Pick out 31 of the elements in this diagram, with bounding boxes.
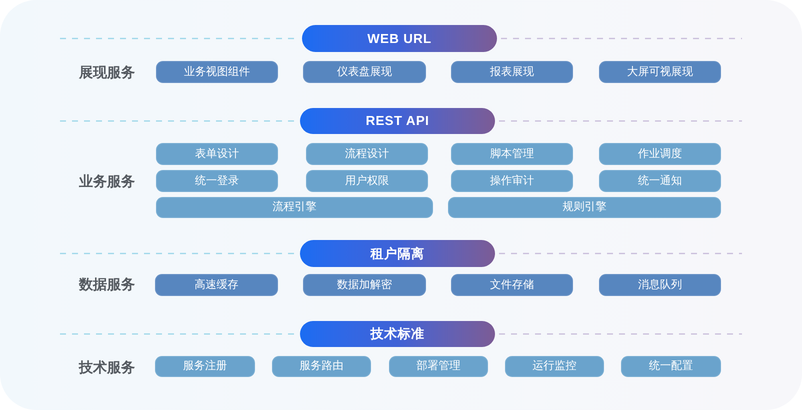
service-box: 流程引擎 xyxy=(156,197,433,218)
service-box: 统一通知 xyxy=(599,170,721,192)
service-box: 脚本管理 xyxy=(451,143,573,165)
layer-heading-pill: WEB URL xyxy=(302,25,497,52)
service-box: 统一登录 xyxy=(156,170,278,192)
service-box: 数据加解密 xyxy=(303,274,426,296)
service-box: 报表展现 xyxy=(451,61,573,83)
service-box: 服务注册 xyxy=(155,356,255,377)
service-box: 统一配置 xyxy=(621,356,721,377)
service-box: 文件存储 xyxy=(451,274,573,296)
service-box: 消息队列 xyxy=(599,274,721,296)
service-box: 流程设计 xyxy=(306,143,428,165)
layer-heading-pill: 租户隔离 xyxy=(300,240,495,267)
service-box: 业务视图组件 xyxy=(156,61,278,83)
service-box: 用户权限 xyxy=(306,170,428,192)
layer-heading-pill: REST API xyxy=(300,108,495,134)
layer-heading-pill: 技术标准 xyxy=(300,321,495,347)
service-box: 表单设计 xyxy=(156,143,278,165)
service-box: 规则引擎 xyxy=(448,197,721,218)
service-box: 仪表盘展现 xyxy=(303,61,426,83)
service-box: 大屏可视展现 xyxy=(599,61,721,83)
service-box: 服务路由 xyxy=(272,356,371,377)
service-box: 运行监控 xyxy=(505,356,604,377)
layer-title: 业务服务 xyxy=(78,172,136,190)
layer-title: 技术服务 xyxy=(78,358,136,376)
layer-title: 数据服务 xyxy=(78,274,136,294)
layer-title: 展现服务 xyxy=(78,62,136,82)
service-box: 作业调度 xyxy=(599,143,721,165)
service-box: 高速缓存 xyxy=(155,274,278,296)
service-box: 操作审计 xyxy=(451,170,573,192)
service-box: 部署管理 xyxy=(389,356,488,377)
